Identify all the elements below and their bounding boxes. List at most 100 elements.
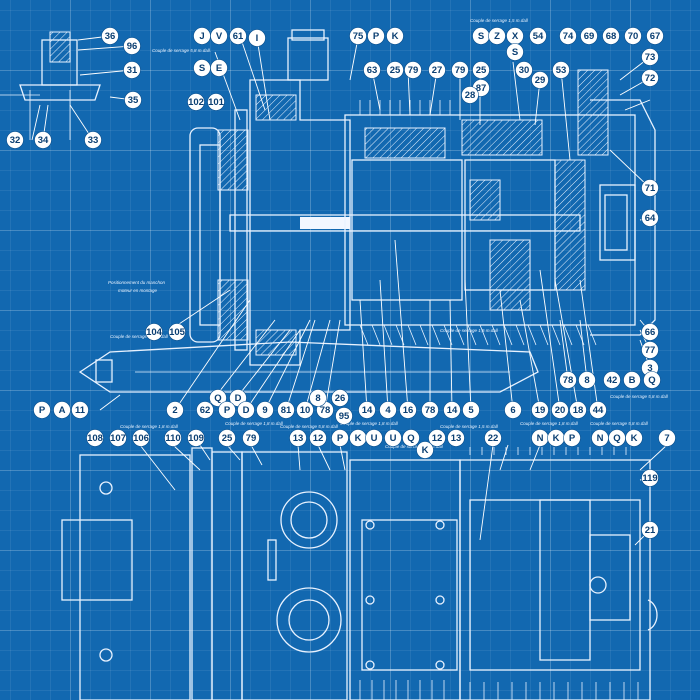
callout-label: 81 [281,405,292,416]
callout-circle [559,371,577,389]
callout-label: B [629,375,636,386]
callout-circle [515,61,533,79]
callout-circle [109,429,127,447]
callout-bubble: 13 [289,429,307,447]
callout-circle [641,521,659,539]
callout-circle [164,429,182,447]
callout-circle [187,93,205,111]
callout-circle [218,401,236,419]
callout-bubble: 67 [646,27,664,45]
callout-bubble: J [193,27,211,45]
callout-circle [53,401,71,419]
callout-label: A [59,405,66,416]
callout-bubble: 34 [34,131,52,149]
callout-label: 75 [353,31,364,42]
callout-label: 30 [519,65,530,76]
callout-bubble: 109 [187,429,205,447]
callout-circle [623,371,641,389]
callout-label: 7 [664,433,669,444]
callout-bubble: 8 [309,389,327,407]
torque-note-12: Couple de serrage 1,8 m.dall [520,421,579,426]
callout-bubble: K [547,429,565,447]
callout-circle [551,401,569,419]
callout-circle [196,401,214,419]
callout-circle [237,401,255,419]
callout-circle [187,429,205,447]
callout-circle [367,27,385,45]
callout-bubble: N [531,429,549,447]
callout-bubble: K [416,441,434,459]
callout-bubble: 6 [504,401,522,419]
callout-label: 27 [432,65,443,76]
callout-circle [643,371,661,389]
callout-bubble: 21 [641,521,659,539]
callout-circle [277,401,295,419]
callout-circle [462,401,480,419]
callout-label: 79 [246,433,257,444]
callout-label: S [478,31,484,42]
callout-label: 8 [315,393,320,404]
callout-circle [209,389,227,407]
callout-label: N [537,433,544,444]
callout-label: V [216,31,223,42]
callout-circle [379,401,397,419]
callout-circle [580,27,598,45]
callout-circle [210,27,228,45]
callout-circle [34,131,52,149]
callout-label: 64 [645,213,656,224]
callout-circle [624,27,642,45]
callout-label: I [256,33,259,44]
callout-label: 36 [105,31,116,42]
callout-circle [242,429,260,447]
callout-bubble: 27 [428,61,446,79]
callout-circle [309,389,327,407]
callout-label: 29 [535,75,546,86]
callout-label: K [392,31,399,42]
callout-bubble: S [506,43,524,61]
motor-position-note: Positionnement du manchon [108,280,166,285]
callout-circle [625,429,643,447]
callout-circle [529,27,547,45]
callout-bubble: 25 [218,429,236,447]
callout-label: 106 [133,433,149,444]
callout-circle [552,61,570,79]
callout-label: 32 [10,135,21,146]
callout-circle [6,131,24,149]
callout-circle [218,429,236,447]
callout-bubble: K [349,429,367,447]
callout-label: D [243,405,250,416]
callout-label: X [512,31,519,42]
callout-label: 109 [188,433,204,444]
callout-circle [123,37,141,55]
callout-circle [145,323,163,341]
callout-label: S [199,63,205,74]
callout-circle [461,86,479,104]
callout-circle [386,61,404,79]
callout-label: 104 [146,327,163,338]
callout-label: 34 [38,135,49,146]
callout-label: 79 [455,65,466,76]
callout-bubble: 81 [277,401,295,419]
callout-label: 28 [465,90,476,101]
callout-bubble: 28 [461,86,479,104]
callout-label: 66 [645,327,656,338]
callout-label: 96 [127,41,138,52]
callout-bubble: 107 [109,429,127,447]
callout-circle [531,401,549,419]
callout-bubble: 14 [443,401,461,419]
callout-bubble: 64 [641,209,659,227]
callout-label: Z [494,31,500,42]
callout-label: 12 [432,433,443,444]
callout-bubble: 71 [641,179,659,197]
callout-label: 68 [606,31,617,42]
callout-bubble: 10 [296,401,314,419]
callout-label: U [371,433,378,444]
torque-note-13: Couple de serrage 5,8 m.dall [590,421,649,426]
callout-label: P [373,31,380,42]
callout-circle [421,401,439,419]
callout-bubble: 61 [229,27,247,45]
callout-bubble: 32 [6,131,24,149]
torque-note-6: Couple de serrage 1,8 m.dall [120,424,179,429]
callout-label: 108 [87,433,103,444]
callout-label: 79 [408,65,419,76]
